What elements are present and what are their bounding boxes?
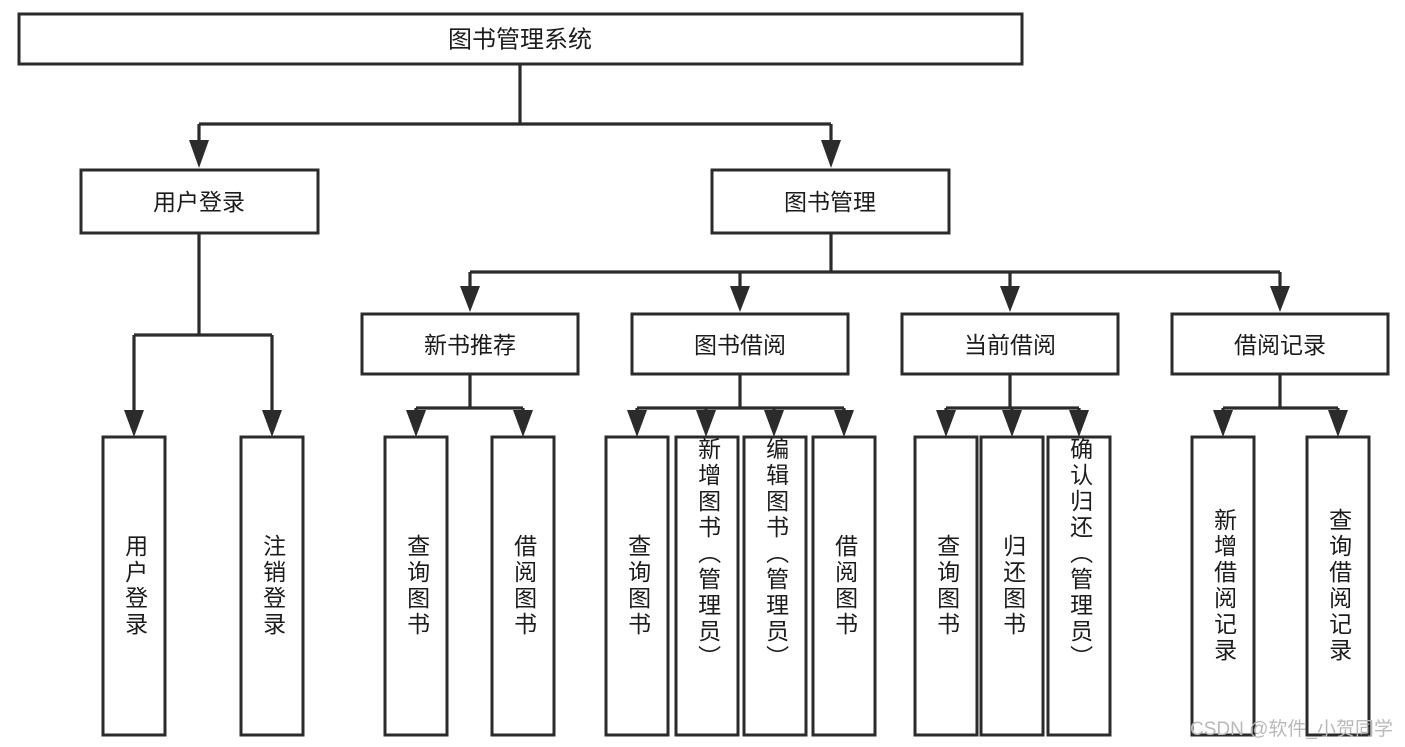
- arrowhead-newbook-2: [513, 410, 533, 437]
- arrowhead-bookborrow-3: [764, 410, 784, 437]
- node-book-borrow-label: 图书借阅: [694, 332, 786, 358]
- node-book-management-label: 图书管理: [784, 189, 876, 215]
- leaf-user-login-2[interactable]: [239, 435, 305, 737]
- node-book-borrow[interactable]: [630, 312, 850, 376]
- arrowhead-login-leaf-2: [262, 410, 282, 437]
- arrowhead-bookmgmt-2: [730, 286, 750, 312]
- leaf-new-book-2[interactable]: [490, 435, 556, 737]
- connector-group-current-borrow: [936, 375, 1089, 437]
- arrowhead-root-to-login: [189, 140, 209, 168]
- leaf-borrow-record-1[interactable]: [1190, 435, 1256, 737]
- connector-group-book-management: [460, 234, 1290, 312]
- leaf-book-borrow-2[interactable]: [674, 435, 740, 737]
- arrowhead-newbook-1: [406, 410, 426, 437]
- arrowhead-root-to-bookmgmt: [821, 140, 841, 168]
- leaf-borrow-record-2[interactable]: [1305, 435, 1371, 737]
- node-new-book-recommend-label: 新书推荐: [424, 332, 516, 358]
- node-borrow-record-label: 借阅记录: [1234, 332, 1326, 358]
- arrowhead-borrowrecord-2: [1328, 410, 1348, 437]
- leaf-current-borrow-2[interactable]: [979, 435, 1045, 737]
- arrowhead-bookmgmt-1: [460, 286, 480, 312]
- arrowhead-bookborrow-1: [627, 410, 647, 437]
- arrowhead-login-leaf-1: [124, 410, 144, 437]
- node-current-borrow[interactable]: [900, 312, 1120, 376]
- connector-group-book-borrow: [627, 375, 854, 437]
- arrowhead-currentborrow-3: [1069, 410, 1089, 437]
- node-book-management[interactable]: [710, 168, 951, 235]
- leaf-current-borrow-3[interactable]: [1046, 435, 1112, 737]
- node-borrow-record[interactable]: [1170, 312, 1390, 376]
- node-user-login[interactable]: [79, 168, 320, 235]
- leaf-book-borrow-3[interactable]: [742, 435, 808, 737]
- node-root-book-management-system[interactable]: [17, 12, 1024, 66]
- node-current-borrow-label: 当前借阅: [964, 332, 1056, 358]
- leaf-new-book-1[interactable]: [383, 435, 449, 737]
- connector-group-root: [189, 65, 841, 168]
- connector-group-new-book: [406, 375, 533, 437]
- arrowhead-bookmgmt-4: [1270, 286, 1290, 312]
- arrowhead-currentborrow-2: [1002, 410, 1022, 437]
- arrowhead-bookborrow-2: [696, 410, 716, 437]
- node-root-label: 图书管理系统: [448, 27, 592, 54]
- leaf-user-login-1[interactable]: [101, 435, 167, 737]
- connector-group-user-login: [124, 234, 282, 437]
- arrowhead-bookmgmt-3: [1000, 286, 1020, 312]
- arrowhead-currentborrow-1: [936, 410, 956, 437]
- leaf-book-borrow-1[interactable]: [604, 435, 670, 737]
- node-user-login-label: 用户登录: [153, 189, 245, 215]
- leaf-current-borrow-1[interactable]: [913, 435, 979, 737]
- leaf-book-borrow-4[interactable]: [811, 435, 877, 737]
- connector-group-borrow-record: [1213, 375, 1348, 437]
- node-new-book-recommend[interactable]: [360, 312, 580, 376]
- arrowhead-borrowrecord-1: [1213, 410, 1233, 437]
- arrowhead-bookborrow-4: [834, 410, 854, 437]
